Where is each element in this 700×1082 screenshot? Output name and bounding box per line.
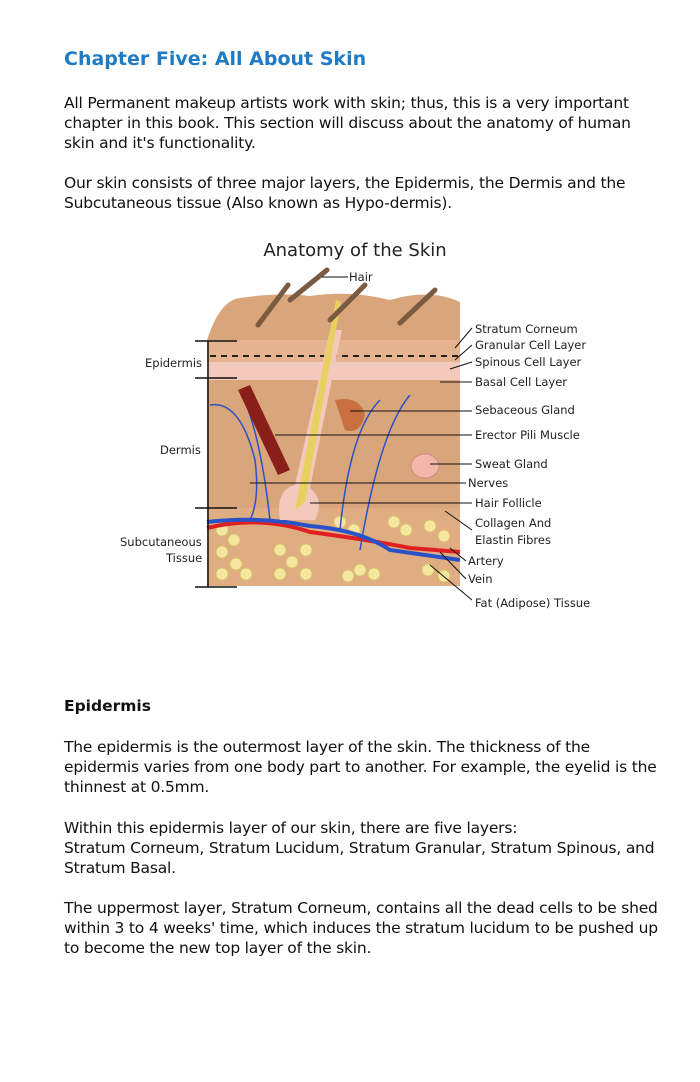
diagram-title: Anatomy of the Skin: [263, 240, 446, 261]
leader-lines: [250, 276, 473, 601]
label-vein: Vein: [468, 572, 493, 586]
label-hair-follicle: Hair Follicle: [475, 496, 542, 510]
hair-shaft: [295, 300, 341, 510]
label-dermis: Dermis: [160, 443, 201, 457]
layer-brackets: [195, 340, 237, 588]
label-basal: Basal Cell Layer: [475, 375, 567, 389]
label-granular: Granular Cell Layer: [475, 338, 586, 352]
label-nerves: Nerves: [468, 476, 508, 490]
layers-paragraph: Our skin consists of three major layers,…: [64, 174, 626, 212]
label-erector: Erector Pili Muscle: [475, 428, 580, 442]
label-sebaceous: Sebaceous Gland: [475, 403, 575, 417]
skin-anatomy-diagram: Anatomy of the Skin Hair Epidermis Dermi…: [120, 240, 590, 610]
chapter-title: Chapter Five: All About Skin: [64, 48, 367, 70]
label-hair: Hair: [349, 270, 373, 284]
label-tissue: Tissue: [165, 551, 202, 565]
vein: [206, 517, 461, 562]
five-layers-intro: Within this epidermis layer of our skin,…: [64, 819, 518, 837]
label-epidermis: Epidermis: [145, 356, 202, 370]
epidermis-paragraph: The epidermis is the outermost layer of …: [64, 738, 657, 796]
sweat-gland: [410, 453, 440, 479]
label-sweat: Sweat Gland: [475, 457, 548, 471]
erector-pili-muscle: [238, 385, 290, 475]
label-subcutaneous: Subcutaneous: [120, 535, 202, 549]
label-elastin: Elastin Fibres: [475, 533, 551, 547]
sebaceous-gland: [335, 399, 365, 431]
label-stratum-corneum: Stratum Corneum: [475, 322, 578, 336]
fat-cells: [215, 515, 451, 583]
section-title: Epidermis: [64, 697, 151, 715]
label-fat: Fat (Adipose) Tissue: [475, 596, 590, 610]
label-artery: Artery: [468, 554, 504, 568]
label-spinous: Spinous Cell Layer: [475, 355, 582, 369]
intro-paragraph: All Permanent makeup artists work with s…: [64, 94, 631, 152]
artery: [206, 520, 461, 554]
nerve-vessels: [209, 389, 411, 551]
hairs: [255, 267, 438, 328]
stratum-corneum-paragraph: The uppermost layer, Stratum Corneum, co…: [64, 899, 658, 957]
label-collagen: Collagen And: [475, 516, 551, 530]
five-layers-list: Stratum Corneum, Stratum Lucidum, Stratu…: [64, 839, 655, 877]
